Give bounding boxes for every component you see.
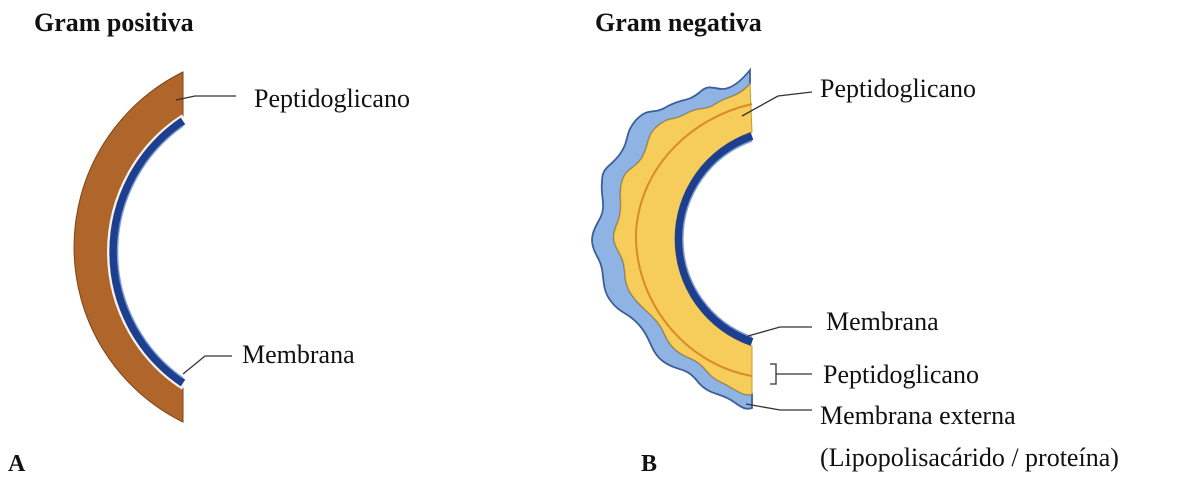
panel-b-letter: B — [641, 452, 657, 476]
gram-positive-cell-wall — [74, 72, 183, 422]
leader-peptidoglycan-b-top — [742, 92, 812, 116]
leader-outer-membrane-b — [746, 404, 812, 410]
gram-negative-peptidoglycan-label-bottom: Peptidoglicano — [823, 362, 979, 388]
gram-negative-outer-membrane-label: Membrana externa — [820, 403, 1016, 429]
leader-peptidoglycan-b-bracket — [770, 364, 812, 384]
gram-positive-membrane-label: Membrana — [242, 342, 355, 368]
panel-a-letter: A — [8, 452, 25, 476]
leader-membrane-b — [748, 327, 812, 336]
gram-negative-membrane-label: Membrana — [826, 309, 939, 335]
gram-positive-peptidoglycan-label: Peptidoglicano — [254, 86, 410, 112]
gram-negative-cell-wall — [592, 70, 752, 409]
leader-peptidoglycan-a — [176, 96, 236, 100]
gram-positive-title: Gram positiva — [34, 10, 194, 36]
gram-negative-title: Gram negativa — [595, 10, 762, 36]
leader-membrane-a — [183, 356, 232, 374]
gram-negative-outer-membrane-detail-label: (Lipopolisacárido / proteína) — [820, 445, 1119, 471]
gram-negative-peptidoglycan-label-top: Peptidoglicano — [820, 76, 976, 102]
